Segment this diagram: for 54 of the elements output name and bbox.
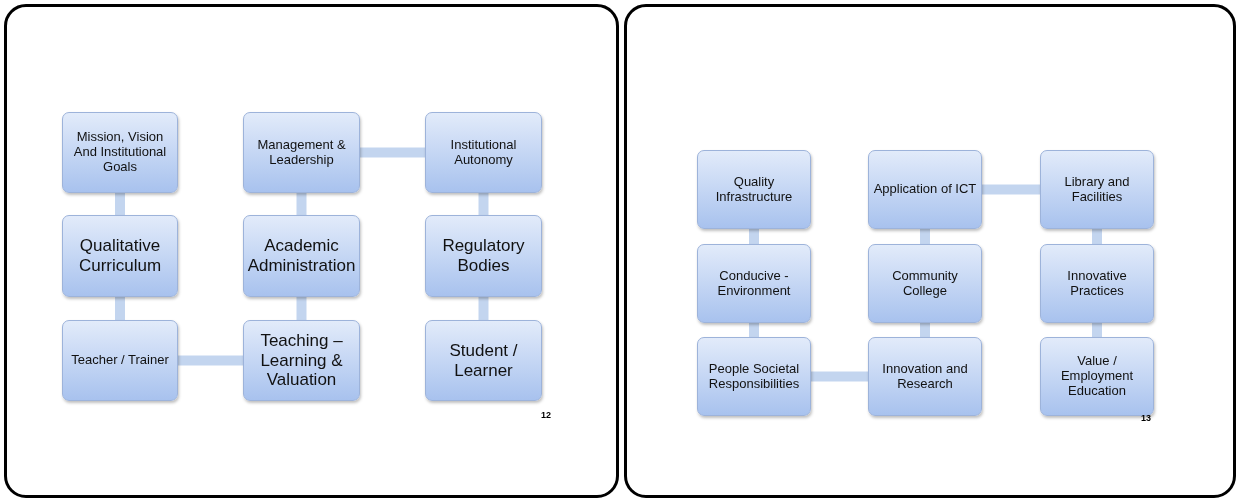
box-text: Library and Facilities bbox=[1063, 174, 1131, 205]
process-box bbox=[243, 215, 360, 297]
box-text: Community College bbox=[891, 268, 959, 299]
connector-bar bbox=[1092, 323, 1102, 337]
connector-bar bbox=[982, 184, 1040, 195]
process-box bbox=[868, 150, 982, 229]
box-text: Conducive - Environment bbox=[716, 268, 792, 299]
connector-bar bbox=[115, 297, 125, 320]
connector-bar bbox=[478, 193, 489, 215]
process-box bbox=[697, 337, 811, 416]
connector-bar bbox=[749, 229, 759, 244]
connector-bar bbox=[749, 323, 759, 337]
connector-bar bbox=[296, 193, 307, 215]
box-text: Qualitative Curriculum bbox=[77, 236, 163, 276]
process-box bbox=[243, 112, 360, 193]
process-box bbox=[62, 112, 178, 193]
connector-bar bbox=[920, 323, 930, 337]
process-box bbox=[868, 337, 982, 416]
connector-bar bbox=[920, 229, 930, 244]
process-box bbox=[697, 150, 811, 229]
connector-bar bbox=[811, 371, 868, 382]
process-box bbox=[425, 112, 542, 193]
process-box bbox=[243, 320, 360, 401]
box-text: Value / Employment Education bbox=[1059, 354, 1135, 399]
process-box bbox=[697, 244, 811, 323]
box-text: Quality Infrastructure bbox=[714, 174, 794, 205]
page-number: 12 bbox=[541, 410, 551, 420]
process-box bbox=[62, 215, 178, 297]
connector-bar bbox=[296, 297, 307, 320]
connector-bar bbox=[478, 297, 489, 320]
box-text: Academic Administration bbox=[247, 236, 356, 276]
box-text: Institutional Autonomy bbox=[449, 137, 518, 168]
process-box bbox=[62, 320, 178, 401]
box-text: Student / Learner bbox=[448, 340, 519, 381]
page-number: 13 bbox=[1141, 413, 1151, 423]
box-text: Teaching – Learning & Valuation bbox=[259, 331, 344, 390]
connector-bar bbox=[178, 355, 243, 366]
connector-bar bbox=[115, 193, 125, 215]
box-text: People Societal Responsibilities bbox=[707, 361, 801, 392]
process-box bbox=[868, 244, 982, 323]
connector-bar bbox=[360, 147, 425, 158]
box-text: Innovative Practices bbox=[1066, 268, 1128, 299]
process-box bbox=[425, 320, 542, 401]
box-text: Regulatory Bodies bbox=[441, 236, 526, 276]
connector-bar bbox=[1092, 229, 1102, 244]
process-box bbox=[1040, 150, 1154, 229]
box-text: Management & Leadership bbox=[256, 137, 347, 168]
box-text: Mission, Vision And Institutional Goals bbox=[72, 130, 168, 175]
box-text: Innovation and Research bbox=[881, 361, 969, 392]
box-text: Application of ICT bbox=[873, 182, 977, 197]
process-box bbox=[425, 215, 542, 297]
box-text: Teacher / Trainer bbox=[71, 353, 169, 368]
process-box bbox=[1040, 244, 1154, 323]
process-box bbox=[1040, 337, 1154, 416]
